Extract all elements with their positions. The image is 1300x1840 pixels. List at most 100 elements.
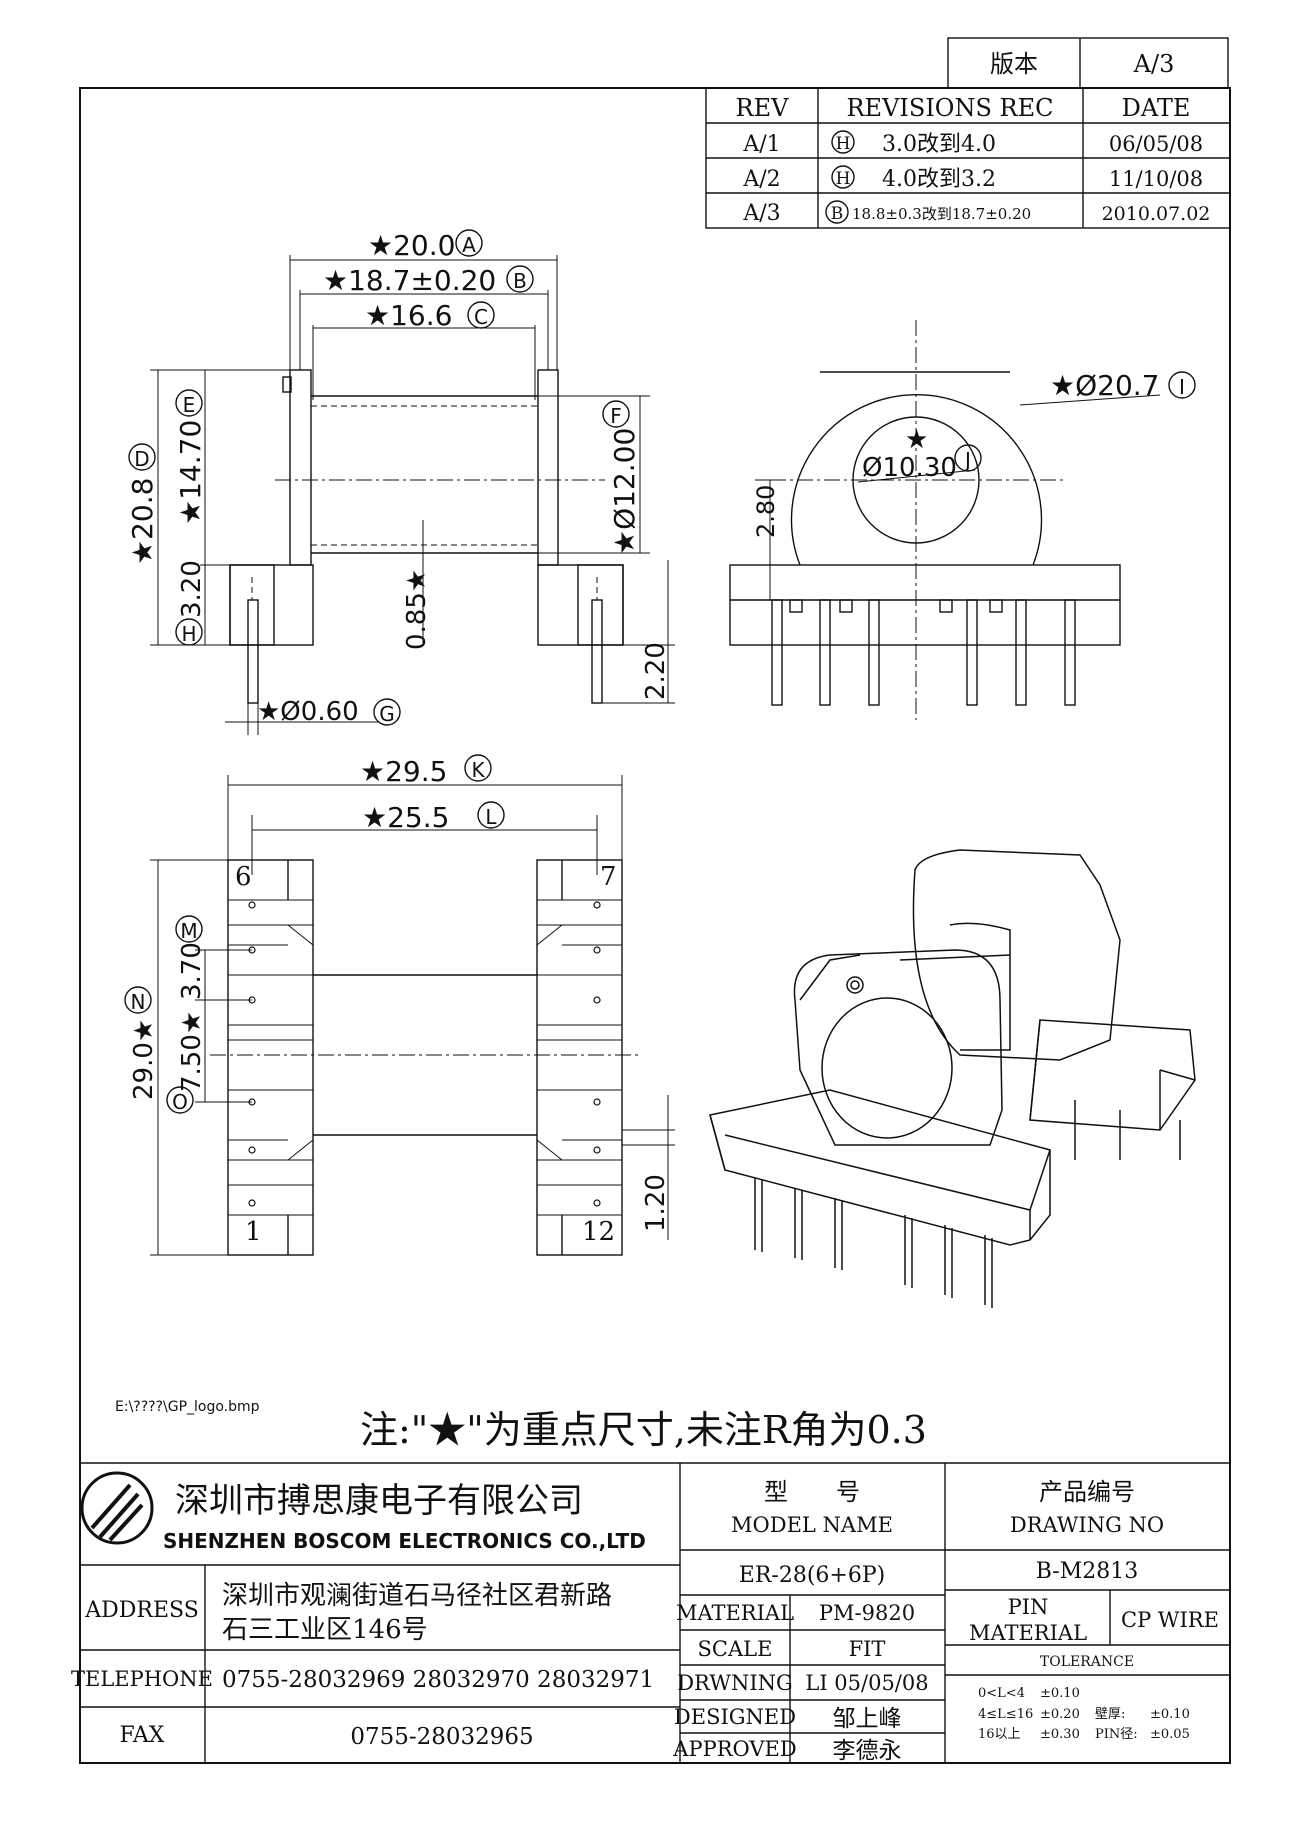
company-name-cn: 深圳市搏思康电子有限公司 — [175, 1481, 583, 1521]
model-name-value: ER-28(6+6P) — [739, 1563, 885, 1588]
tol-wall-value: ±0.10 — [1150, 1707, 1190, 1722]
dim-j-star: ★ — [905, 425, 928, 455]
rev-row-1-rev: A/1 — [742, 132, 780, 157]
tol-row-3-range: 16以上 — [978, 1727, 1021, 1742]
tolerance-label: TOLERANCE — [1040, 1654, 1134, 1670]
bottom-view: ★29.5 K ★25.5 L — [124, 754, 675, 1256]
title-block: 深圳市搏思康电子有限公司 SHENZHEN BOSCOM ELECTRONICS… — [71, 1462, 1230, 1764]
drawing-no-en: DRAWING NO — [1010, 1513, 1164, 1537]
tol-row-2-value: ±0.20 — [1040, 1707, 1080, 1722]
scale-value: FIT — [849, 1637, 886, 1661]
dim-220-value: 2.20 — [641, 642, 671, 700]
rev-header: REV — [736, 94, 790, 122]
dim-280-value: 2.80 — [752, 485, 780, 538]
dim-c-value: ★16.6 — [365, 299, 452, 332]
pin-12-label: 12 — [582, 1217, 615, 1247]
telephone-label: TELEPHONE — [71, 1667, 213, 1691]
sheet-frame — [79, 87, 1231, 1764]
dim-k-letter: K — [471, 758, 485, 782]
pin-material-value: CP WIRE — [1121, 1608, 1219, 1632]
material-value: PM-9820 — [819, 1601, 915, 1625]
rev-row-1-date: 06/05/08 — [1109, 132, 1203, 156]
designed-label: DESIGNED — [674, 1705, 796, 1729]
dim-e-letter: E — [183, 393, 196, 417]
drawing-no-cn: 产品编号 — [1039, 1478, 1135, 1506]
drawn-label: DRWNING — [677, 1671, 793, 1695]
approved-label: APPROVED — [672, 1737, 796, 1761]
rev-row-3-mark: B — [831, 204, 844, 224]
dim-l-value: ★25.5 — [362, 801, 449, 834]
rev-row-1-mark: H — [836, 134, 851, 154]
dim-l-letter: L — [485, 805, 497, 829]
boscom-logo — [80, 1471, 154, 1545]
dim-o-value: 7.50★ — [177, 1011, 207, 1092]
rev-row-2-text: 4.0改到3.2 — [882, 167, 996, 192]
address-line-2: 石三工业区146号 — [222, 1615, 428, 1645]
rev-row-2-mark: H — [836, 169, 851, 189]
tol-row-2-range: 4≤L≤16 — [978, 1707, 1033, 1722]
dim-b-letter: B — [513, 269, 527, 293]
address-line-1: 深圳市观澜街道石马径社区君新路 — [222, 1581, 612, 1611]
pin-material-label-1: PIN — [1008, 1595, 1049, 1619]
isometric-view — [709, 849, 1196, 1308]
tol-row-1-range: 0<L<4 — [978, 1686, 1025, 1701]
drawing-note: 注:"★"为重点尺寸,未注R角为0.3 — [360, 1408, 927, 1452]
rev-row-3-rev: A/3 — [742, 201, 780, 226]
dim-d-letter: D — [134, 447, 149, 471]
dim-g-value: ★Ø0.60 — [257, 697, 359, 727]
dim-o-letter: O — [172, 1090, 188, 1114]
rev-row-2-rev: A/2 — [742, 167, 780, 192]
dim-f-value: ★Ø12.00 — [608, 428, 641, 555]
date-header: DATE — [1122, 94, 1191, 122]
pin-1-label: 1 — [245, 1217, 262, 1247]
rev-row-3-date: 2010.07.02 — [1102, 203, 1211, 225]
dim-d-value: ★20.8 — [126, 478, 159, 565]
tol-pin-label: PIN径: — [1095, 1727, 1138, 1742]
pin-6-label: 6 — [235, 862, 252, 892]
fax-label: FAX — [120, 1723, 165, 1748]
dim-m-letter: M — [180, 919, 197, 943]
version-label: 版本 — [990, 50, 1038, 78]
dim-f-letter: F — [610, 404, 622, 428]
pin-material-label-2: MATERIAL — [969, 1621, 1087, 1645]
pin-7-label: 7 — [600, 862, 617, 892]
dim-a-letter: A — [462, 233, 476, 257]
dim-e-value: ★14.70 — [174, 420, 207, 525]
company-name-en: SHENZHEN BOSCOM ELECTRONICS CO.,LTD — [163, 1529, 646, 1553]
version-value: A/3 — [1133, 50, 1175, 78]
model-name-en: MODEL NAME — [731, 1513, 893, 1537]
designed-value: 邹上峰 — [833, 1706, 902, 1732]
dim-b-value: ★18.7±0.20 — [323, 264, 496, 297]
dim-m-value: 3.70 — [177, 942, 207, 1000]
dim-k-value: ★29.5 — [360, 755, 447, 788]
fax-value: 0755-28032965 — [350, 1724, 533, 1750]
tol-pin-value: ±0.05 — [1150, 1727, 1190, 1742]
dim-a-value: ★20.0 — [368, 229, 455, 262]
dim-c-letter: C — [474, 305, 488, 329]
telephone-value: 0755-28032969 28032970 28032971 — [222, 1667, 654, 1693]
dim-n-value: 29.0★ — [129, 1019, 159, 1100]
revision-table: REV REVISIONS REC DATE A/1 H 3.0改到4.0 06… — [705, 87, 1231, 229]
dim-120-value: 1.20 — [641, 1174, 671, 1232]
address-label: ADDRESS — [84, 1598, 199, 1623]
rev-row-1-text: 3.0改到4.0 — [882, 132, 996, 157]
side-view: 2.80 ★Ø20.7 I ★ Ø10.30 J — [729, 320, 1196, 720]
version-box: 版本 A/3 — [947, 37, 1229, 89]
rev-row-3-text: 18.8±0.3改到18.7±0.20 — [852, 205, 1031, 223]
model-name-cn: 型 号 — [764, 1478, 860, 1506]
revisions-header: REVISIONS REC — [846, 94, 1053, 122]
logo-file-path: E:\????\GP_logo.bmp — [115, 1399, 260, 1415]
scale-label: SCALE — [698, 1637, 773, 1661]
dim-j-letter: J — [963, 448, 971, 472]
dim-n-letter: N — [131, 990, 146, 1014]
dim-g-letter: G — [379, 702, 395, 726]
drawn-value: LI 05/05/08 — [805, 1671, 928, 1695]
dim-h-letter: H — [181, 622, 196, 646]
tol-wall-label: 壁厚: — [1095, 1707, 1125, 1722]
dim-j-value: Ø10.30 — [862, 453, 957, 483]
dim-i-value: ★Ø20.7 — [1050, 369, 1159, 402]
approved-value: 李德永 — [833, 1738, 902, 1764]
material-label: MATERIAL — [676, 1601, 794, 1625]
dim-i-letter: I — [1179, 375, 1185, 399]
